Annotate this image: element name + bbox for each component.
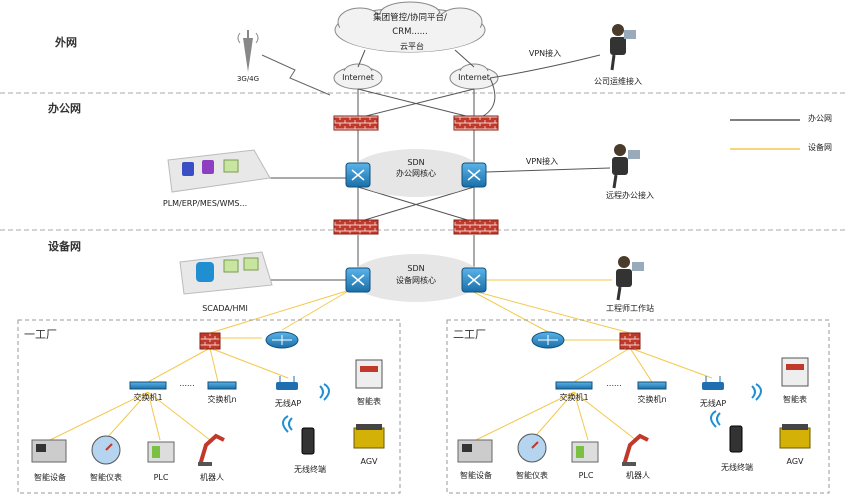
vpn-label-mid: VPN接入 bbox=[525, 157, 559, 166]
switch-icon bbox=[207, 381, 237, 390]
wifi-icon bbox=[282, 415, 293, 433]
wifi-icon bbox=[751, 383, 762, 401]
cloud-platform-label: 云平台 bbox=[400, 42, 424, 51]
core-switch-icon bbox=[461, 162, 487, 188]
smart-instrument-icon bbox=[517, 433, 547, 463]
scada-hmi-label: SCADA/HMI bbox=[202, 304, 248, 313]
factory1-meter-label: 智能表 bbox=[357, 397, 381, 406]
vpn-label-top: VPN接入 bbox=[528, 49, 562, 58]
factory1-ap-label: 无线AP bbox=[274, 399, 302, 408]
firewall-icon bbox=[199, 332, 221, 350]
wifi-icon bbox=[710, 410, 721, 428]
firewall-icon bbox=[619, 332, 641, 350]
factory2-switchn-label: 交换机n bbox=[637, 395, 667, 404]
remote-user-icon bbox=[612, 144, 640, 189]
wireless-ap-icon bbox=[702, 376, 724, 390]
engineer-user-icon bbox=[616, 256, 644, 301]
engineer-station-label: 工程师工作站 bbox=[606, 304, 654, 313]
firewall-icon bbox=[453, 115, 499, 131]
legend-office-label: 办公网 bbox=[808, 114, 832, 123]
wireless-terminal-icon bbox=[729, 425, 743, 453]
zone-label-external: 外网 bbox=[55, 36, 77, 49]
plc-icon bbox=[571, 441, 599, 463]
agv-icon bbox=[779, 424, 811, 449]
core-switch-icon bbox=[345, 267, 371, 293]
factory2-device-label: 智能设备 bbox=[460, 471, 492, 480]
smart-device-icon bbox=[457, 439, 493, 463]
internet-label-right: Internet bbox=[458, 73, 490, 82]
firewall-icon bbox=[453, 219, 499, 235]
cloud-platform-shape bbox=[334, 1, 486, 53]
factory2-instrument-label: 智能仪表 bbox=[516, 471, 548, 480]
firewall-icon bbox=[333, 219, 379, 235]
router-icon bbox=[265, 331, 299, 349]
smart-instrument-icon bbox=[91, 435, 121, 465]
factory1-plc-label: PLC bbox=[153, 473, 169, 482]
switch-icon bbox=[637, 381, 667, 390]
smart-meter-icon bbox=[781, 357, 809, 387]
factory2-robot-label: 机器人 bbox=[626, 471, 650, 480]
factory2-agv-label: AGV bbox=[786, 457, 804, 466]
factory2-ap-label: 无线AP bbox=[699, 399, 727, 408]
smart-meter-icon bbox=[355, 359, 383, 389]
zone-label-device: 设备网 bbox=[48, 240, 81, 253]
wifi-icon bbox=[319, 383, 330, 401]
factory1-instrument-label: 智能仪表 bbox=[90, 473, 122, 482]
legend-device-label: 设备网 bbox=[808, 143, 832, 152]
factory2-dots: ...... bbox=[606, 379, 622, 388]
factory2-meter-label: 智能表 bbox=[783, 395, 807, 404]
factory2-plc-label: PLC bbox=[578, 471, 594, 480]
plc-icon bbox=[147, 441, 175, 463]
core-switch-icon bbox=[461, 267, 487, 293]
sdn-office-core-area bbox=[350, 149, 482, 197]
switch-icon bbox=[129, 381, 167, 390]
core-switch-icon bbox=[345, 162, 371, 188]
factory1-robot-label: 机器人 bbox=[200, 473, 224, 482]
agv-icon bbox=[353, 424, 385, 449]
factory1-switch1-label: 交换机1 bbox=[133, 393, 163, 402]
router-icon bbox=[531, 331, 565, 349]
sdn-office-sub: 办公网核心 bbox=[396, 169, 436, 178]
cloud-line2: CRM...... bbox=[392, 27, 428, 37]
company-access-label: 公司运维接入 bbox=[594, 77, 642, 86]
factory1-agv-label: AGV bbox=[360, 457, 378, 466]
sdn-device-title: SDN bbox=[407, 264, 425, 273]
sdn-device-sub: 设备网核心 bbox=[396, 276, 436, 285]
factory2-terminal-label: 无线终端 bbox=[721, 463, 753, 472]
remote-access-label: 远程办公接入 bbox=[606, 191, 654, 200]
robot-icon bbox=[622, 433, 649, 466]
factory1-switchn-label: 交换机n bbox=[207, 395, 237, 404]
internet-cloud-right bbox=[449, 63, 499, 90]
factory1-box bbox=[17, 319, 401, 494]
internet-label-left: Internet bbox=[342, 73, 374, 82]
sdn-device-core-area bbox=[350, 254, 482, 302]
factory1-terminal-label: 无线终端 bbox=[294, 465, 326, 474]
factory1-title: 一工厂 bbox=[24, 328, 57, 341]
smart-device-icon bbox=[31, 439, 67, 463]
tower-label: 3G/4G bbox=[236, 75, 260, 83]
switch-icon bbox=[555, 381, 593, 390]
office-servers-label: PLM/ERP/MES/WMS... bbox=[162, 199, 248, 208]
factory2-switch1-label: 交换机1 bbox=[559, 393, 589, 402]
wireless-ap-icon bbox=[276, 376, 298, 390]
wireless-terminal-icon bbox=[301, 427, 315, 455]
firewall-icon bbox=[333, 115, 379, 131]
factory1-dots: ...... bbox=[179, 379, 195, 388]
office-servers-icon bbox=[167, 149, 271, 193]
factory2-title: 二工厂 bbox=[453, 328, 486, 341]
scada-hmi-icon bbox=[179, 251, 273, 295]
factory2-box bbox=[446, 319, 830, 494]
factory1-device-label: 智能设备 bbox=[34, 473, 66, 482]
company-user-icon bbox=[610, 24, 636, 71]
sdn-office-title: SDN bbox=[407, 158, 425, 167]
cell-tower-icon bbox=[237, 30, 259, 72]
robot-icon bbox=[198, 433, 225, 466]
cloud-line1: 集团管控/协同平台/ bbox=[373, 13, 447, 23]
zone-label-office: 办公网 bbox=[48, 102, 81, 115]
